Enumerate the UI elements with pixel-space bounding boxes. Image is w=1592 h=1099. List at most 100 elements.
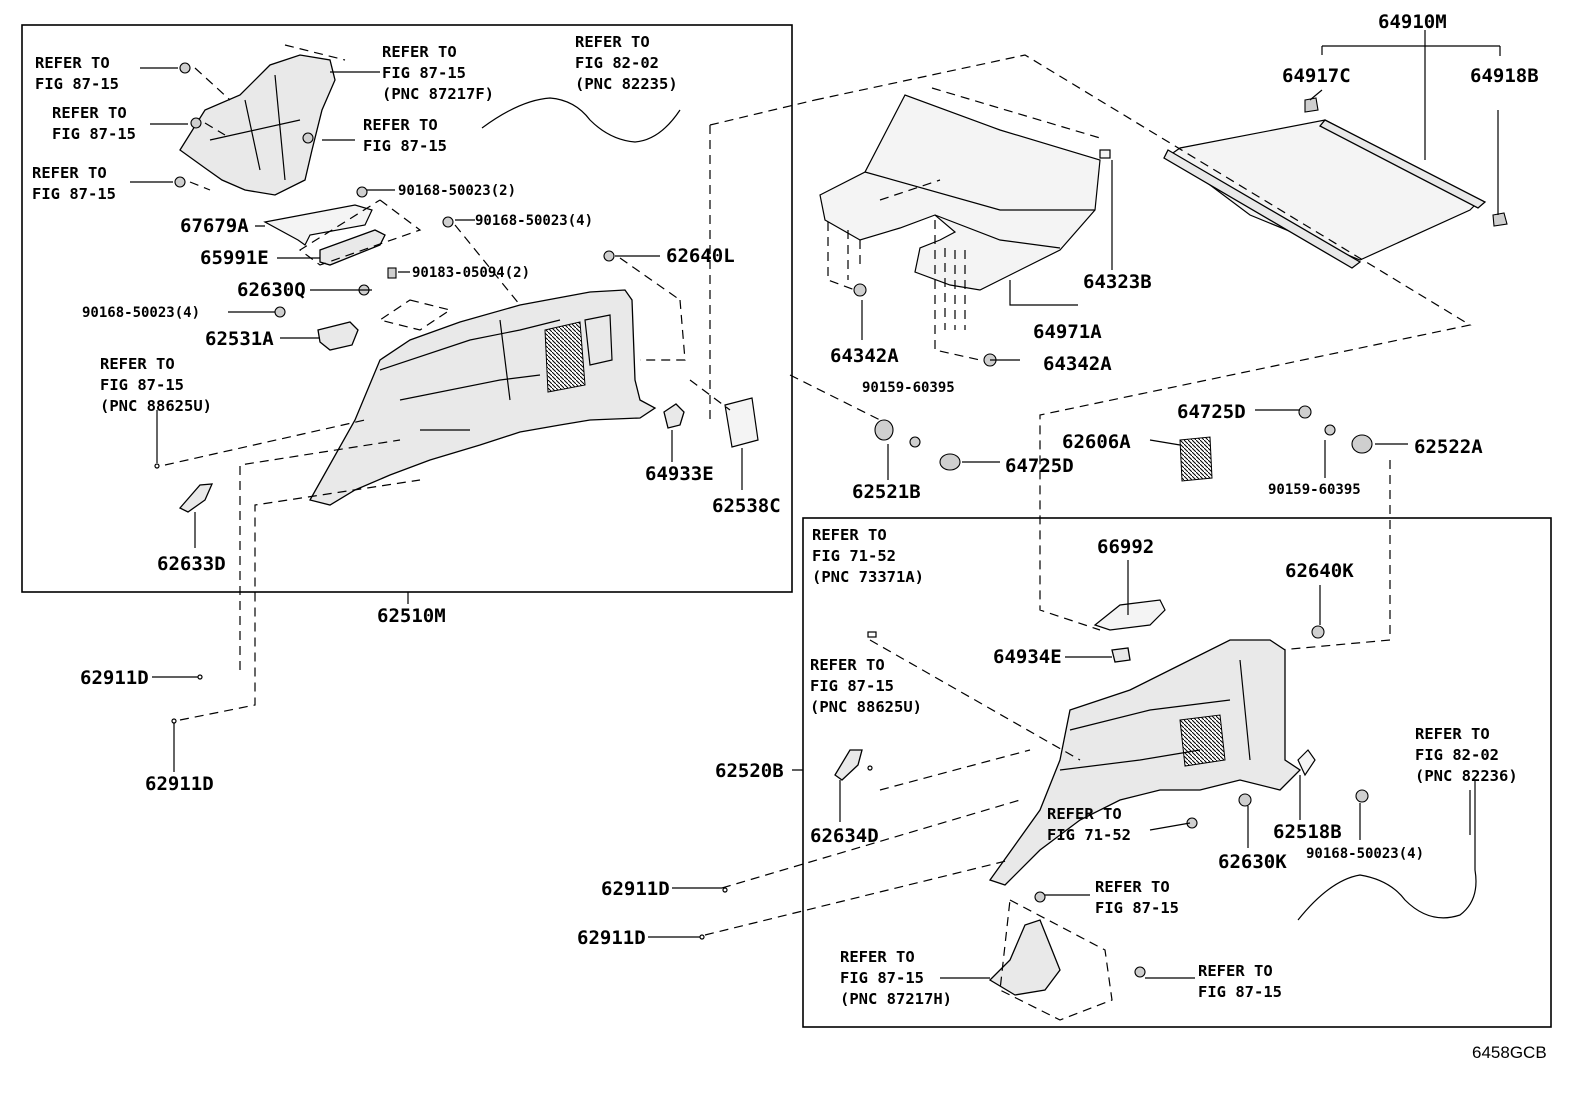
- cover-62633D: [178, 483, 214, 513]
- clip: [197, 674, 203, 680]
- holder-64918B: [1492, 212, 1508, 227]
- retainer-64934E: [1111, 647, 1131, 663]
- label-64342A: 64342A: [1043, 353, 1112, 375]
- label-62521B: 62521B: [852, 481, 921, 503]
- clip: [171, 718, 177, 724]
- wire-harness-82235: [481, 97, 681, 143]
- cap-64725D: [939, 453, 961, 471]
- clip: [154, 463, 160, 469]
- screw: [1324, 424, 1336, 436]
- label-90159-60395: 90159-60395: [862, 380, 955, 396]
- bracket-66992: [1093, 599, 1166, 631]
- fastener: [356, 186, 368, 198]
- label-90159-60395: 90159-60395: [1268, 482, 1361, 498]
- grommet-62522A: [1351, 434, 1373, 454]
- label-64725D: 64725D: [1005, 455, 1074, 477]
- cover-62634D: [834, 749, 863, 781]
- fastener: [853, 283, 867, 297]
- trim-cover-67679A: [263, 204, 373, 246]
- label-90168-50023-4: 90168-50023(4): [82, 305, 200, 321]
- label-90168-50023-2: 90168-50023(2): [398, 183, 516, 199]
- label-62640K: 62640K: [1285, 560, 1354, 582]
- fastener: [190, 117, 202, 129]
- quarter-trim-62520B: [988, 639, 1302, 886]
- fastener: [1355, 789, 1369, 803]
- quarter-trim-62510M: [309, 289, 657, 506]
- label-64971A: 64971A: [1033, 321, 1102, 343]
- fastener: [1134, 966, 1146, 978]
- fastener: [442, 216, 454, 228]
- label-62633D: 62633D: [157, 553, 226, 575]
- label-62538C: 62538C: [712, 495, 781, 517]
- label-64934E: 64934E: [993, 646, 1062, 668]
- label-62911D: 62911D: [80, 667, 149, 689]
- fastener: [274, 306, 286, 318]
- holder-64917C: [1304, 97, 1319, 113]
- clip: [699, 934, 705, 940]
- speaker-grille-right: [1179, 714, 1226, 767]
- label-64910M: 64910M: [1378, 11, 1447, 33]
- cover-62538C: [724, 397, 759, 448]
- label-64918B: 64918B: [1470, 65, 1539, 87]
- screw: [909, 436, 921, 448]
- label-62606A: 62606A: [1062, 431, 1131, 453]
- fastener-62640K: [1311, 625, 1325, 639]
- label-62640L: 62640L: [666, 245, 735, 267]
- cover-62518B: [1297, 749, 1316, 777]
- fastener: [174, 176, 186, 188]
- left-assembly-frame: [21, 24, 793, 593]
- tonneau-rod: [1163, 149, 1362, 269]
- nut: [387, 267, 397, 279]
- label-62522A: 62522A: [1414, 436, 1483, 458]
- label-64933E: 64933E: [645, 463, 714, 485]
- clip: [722, 887, 728, 893]
- label-62518B: 62518B: [1273, 821, 1342, 843]
- wire-harness-82236: [1297, 780, 1477, 921]
- deck-board-64971A: [819, 94, 1101, 291]
- label-64917C: 64917C: [1282, 65, 1351, 87]
- fastener: [302, 132, 314, 144]
- label-90168-50023-4: 90168-50023(4): [1306, 846, 1424, 862]
- label-62630Q: 62630Q: [237, 279, 306, 301]
- vent-62606A: [1179, 436, 1213, 482]
- figure-code: 6458GCB: [1472, 1043, 1547, 1062]
- tonneau-rear-bar: [1318, 119, 1487, 209]
- label-65991E: 65991E: [200, 247, 269, 269]
- tonneau-cover-64910M: [1168, 119, 1482, 261]
- fastener: [179, 62, 191, 74]
- lower-pillar-bracket: [988, 919, 1061, 996]
- fastener-62630K: [1238, 793, 1252, 807]
- fastener: [1034, 891, 1046, 903]
- label-64725D: 64725D: [1177, 401, 1246, 423]
- upper-pillar-bracket: [179, 54, 336, 196]
- speaker-grille-left: [544, 321, 586, 393]
- label-67679A: 67679A: [180, 215, 249, 237]
- label-62911D: 62911D: [145, 773, 214, 795]
- label-62911D: 62911D: [601, 878, 670, 900]
- label-64323B: 64323B: [1083, 271, 1152, 293]
- retainer-64933E: [663, 403, 685, 429]
- grommet-62521B: [874, 419, 894, 441]
- right-assembly-frame: [802, 517, 1552, 1028]
- fastener: [603, 250, 615, 262]
- handle-65991E: [319, 229, 386, 266]
- label-66992: 66992: [1097, 536, 1154, 558]
- cover-62531A: [317, 321, 359, 351]
- label-62911D: 62911D: [577, 927, 646, 949]
- label-62520B: 62520B: [715, 760, 784, 782]
- stopper-64323B: [1099, 149, 1111, 159]
- clip: [867, 631, 877, 638]
